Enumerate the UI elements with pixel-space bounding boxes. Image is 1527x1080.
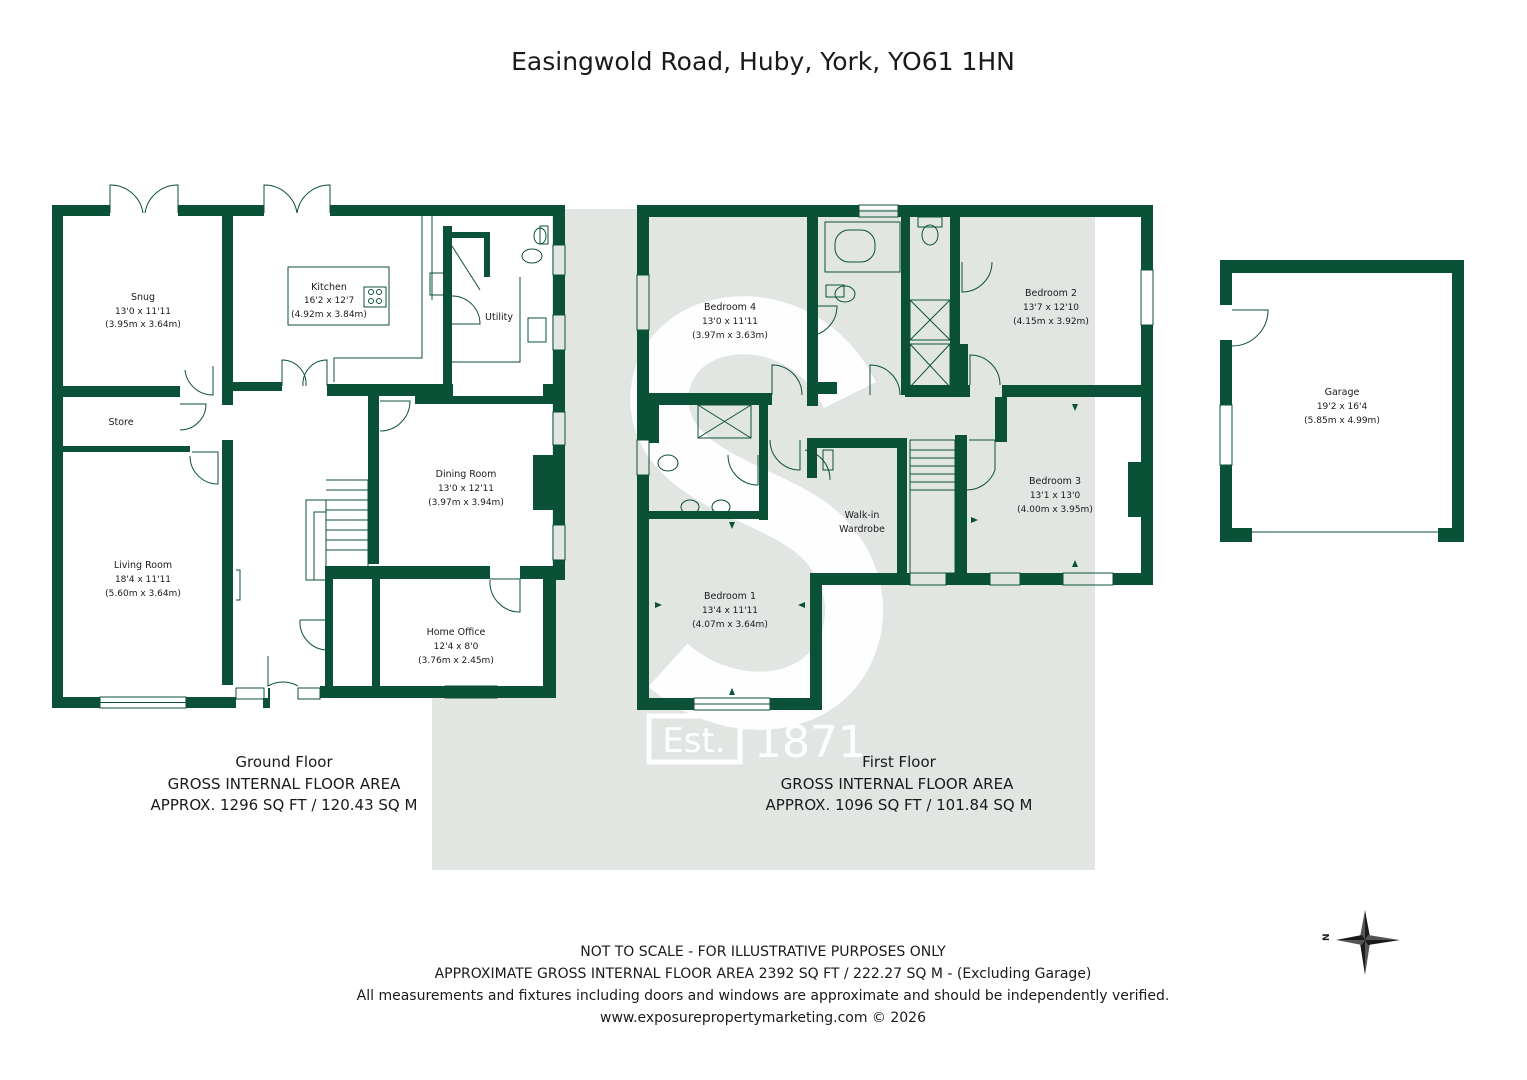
ground-floor-area-value: APPROX. 1296 SQ FT / 120.43 SQ M — [151, 796, 418, 814]
ground-floor-name: Ground Floor — [235, 753, 333, 771]
room-dim-living-room-imperial: 18'4 x 11'11 — [115, 575, 171, 585]
room-name-home-office: Home Office — [427, 627, 486, 638]
floor-area-labels: Ground Floor GROSS INTERNAL FLOOR AREA A… — [151, 753, 1033, 814]
room-name-utility: Utility — [485, 312, 513, 323]
room-dim-bedroom-2-imperial: 13'7 x 12'10 — [1023, 303, 1079, 313]
first-floor-fixtures — [636, 204, 1154, 711]
room-labels: Snug 13'0 x 11'11 (3.95m x 3.64m) Kitche… — [105, 282, 1380, 666]
room-dim-bedroom-2-metric: (4.15m x 3.92m) — [1013, 317, 1089, 327]
first-floor-area-value: APPROX. 1096 SQ FT / 101.84 SQ M — [766, 796, 1033, 814]
compass-north-label: N — [1322, 933, 1332, 941]
room-name-store: Store — [108, 417, 133, 428]
room-name-walk-in-wardrobe-line2: Wardrobe — [839, 524, 885, 535]
room-dim-dining-room-metric: (3.97m x 3.94m) — [428, 498, 504, 508]
room-dim-bedroom-4-imperial: 13'0 x 11'11 — [702, 317, 758, 327]
room-name-dining-room: Dining Room — [436, 469, 497, 480]
first-floor-area-heading: GROSS INTERNAL FLOOR AREA — [781, 775, 1014, 793]
room-name-bedroom-2: Bedroom 2 — [1025, 288, 1077, 299]
watermark-est-text: Est. — [662, 721, 725, 761]
room-dim-snug-imperial: 13'0 x 11'11 — [115, 307, 171, 317]
footer-website-link[interactable]: www.exposurepropertymarketing.com © 2026 — [600, 1010, 926, 1026]
first-floor-plan — [637, 205, 1153, 710]
room-dim-living-room-metric: (5.60m x 3.64m) — [105, 589, 181, 599]
room-dim-home-office-imperial: 12'4 x 8'0 — [434, 642, 479, 652]
measurement-markers — [655, 404, 1078, 695]
room-dim-bedroom-3-imperial: 13'1 x 13'0 — [1030, 491, 1081, 501]
property-address-title: Easingwold Road, Huby, York, YO61 1HN — [511, 47, 1015, 76]
room-dim-bedroom-1-imperial: 13'4 x 11'11 — [702, 606, 758, 616]
watermark-est-1871: Est. 1871 — [646, 713, 866, 768]
room-dim-kitchen-metric: (4.92m x 3.84m) — [291, 310, 367, 320]
room-name-bedroom-4: Bedroom 4 — [704, 302, 756, 313]
room-name-walk-in-wardrobe-line1: Walk-in — [845, 510, 880, 521]
room-name-living-room: Living Room — [114, 560, 172, 571]
room-dim-home-office-metric: (3.76m x 2.45m) — [418, 656, 494, 666]
compass-rose-icon: N — [1322, 910, 1400, 975]
room-dim-snug-metric: (3.95m x 3.64m) — [105, 320, 181, 330]
room-dim-bedroom-4-metric: (3.97m x 3.63m) — [692, 331, 768, 341]
room-name-bedroom-3: Bedroom 3 — [1029, 476, 1081, 487]
room-dim-dining-room-imperial: 13'0 x 12'11 — [438, 484, 494, 494]
first-floor-name: First Floor — [862, 753, 936, 771]
garage-plan — [1220, 260, 1464, 542]
room-name-snug: Snug — [131, 292, 155, 303]
room-name-kitchen: Kitchen — [311, 282, 347, 293]
room-dim-bedroom-3-metric: (4.00m x 3.95m) — [1017, 505, 1093, 515]
watermark-year-text: 1871 — [754, 717, 866, 768]
garage-fixtures — [1219, 309, 1438, 533]
room-name-bedroom-1: Bedroom 1 — [704, 591, 756, 602]
room-dim-garage-imperial: 19'2 x 16'4 — [1317, 402, 1368, 412]
room-dim-kitchen-imperial: 16'2 x 12'7 — [304, 296, 354, 306]
ground-floor-fixtures — [99, 184, 566, 709]
room-name-garage: Garage — [1325, 387, 1360, 398]
footer-line-2: APPROXIMATE GROSS INTERNAL FLOOR AREA 23… — [435, 966, 1092, 982]
footer-line-3: All measurements and fixtures including … — [357, 988, 1170, 1004]
room-dim-bedroom-1-metric: (4.07m x 3.64m) — [692, 620, 768, 630]
footer-line-1: NOT TO SCALE - FOR ILLUSTRATIVE PURPOSES… — [580, 944, 946, 960]
room-dim-garage-metric: (5.85m x 4.99m) — [1304, 416, 1380, 426]
disclaimer-footer: NOT TO SCALE - FOR ILLUSTRATIVE PURPOSES… — [357, 944, 1170, 1026]
ground-floor-plan — [52, 205, 565, 708]
ground-floor-area-heading: GROSS INTERNAL FLOOR AREA — [168, 775, 401, 793]
